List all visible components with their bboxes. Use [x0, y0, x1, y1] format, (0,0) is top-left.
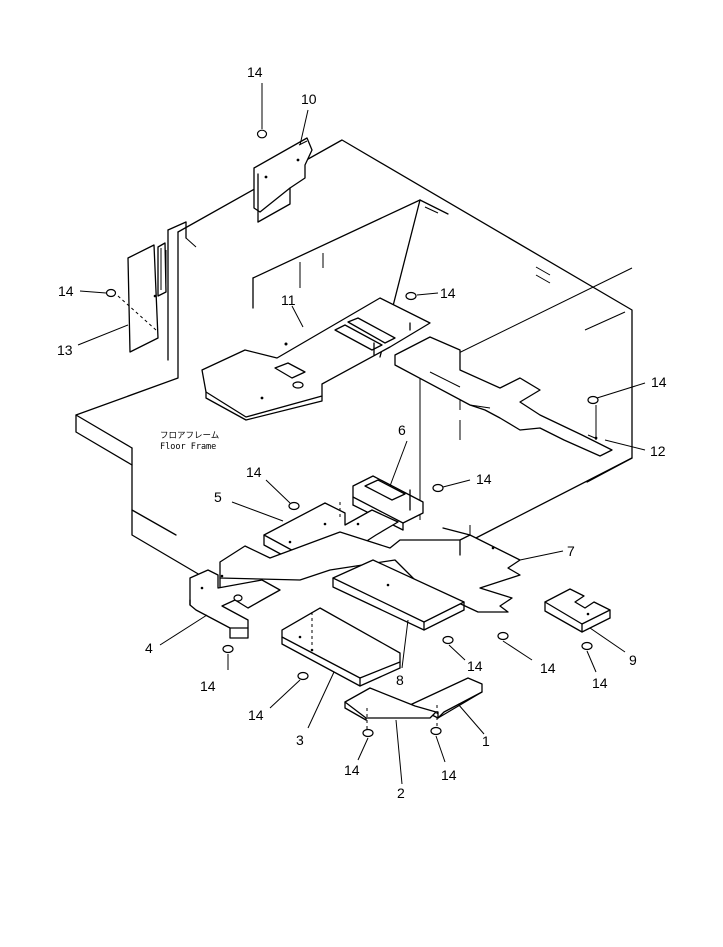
label-6: 6 — [398, 422, 406, 438]
caption-jp: フロアフレーム — [160, 431, 219, 441]
label-12: 12 — [650, 443, 666, 459]
label-14: 14 — [248, 707, 264, 723]
label-14: 14 — [651, 374, 667, 390]
part-1-plate — [409, 677, 483, 728]
part-9-plate — [544, 588, 611, 633]
part-4-plate — [189, 569, 281, 639]
label-13: 13 — [57, 342, 73, 358]
label-7: 7 — [567, 543, 575, 559]
washers — [105, 129, 599, 738]
part-13-plate — [117, 242, 167, 353]
caption-en: Floor Frame — [160, 442, 216, 452]
label-14: 14 — [58, 283, 74, 299]
part-8-plate — [332, 559, 465, 631]
part-2-plate — [344, 687, 437, 730]
part-labels: 14 10 14 13 11 14 14 12 6 14 14 5 7 4 14… — [57, 64, 667, 801]
label-14: 14 — [540, 660, 556, 676]
label-8: 8 — [396, 672, 404, 688]
label-14: 14 — [467, 658, 483, 674]
label-3: 3 — [296, 732, 304, 748]
part-12-plate — [394, 336, 613, 457]
label-10: 10 — [301, 91, 317, 107]
label-14: 14 — [200, 678, 216, 694]
label-9: 9 — [629, 652, 637, 668]
part-11-plate — [201, 297, 431, 421]
label-14: 14 — [476, 471, 492, 487]
label-5: 5 — [214, 489, 222, 505]
label-14: 14 — [592, 675, 608, 691]
label-14: 14 — [441, 767, 457, 783]
label-11: 11 — [281, 292, 296, 308]
label-14: 14 — [440, 285, 456, 301]
part-3-plate — [281, 607, 401, 687]
label-1: 1 — [482, 733, 490, 749]
part-10-plate — [253, 137, 313, 223]
label-14: 14 — [344, 762, 360, 778]
label-14: 14 — [246, 464, 262, 480]
label-2: 2 — [397, 785, 405, 801]
label-4: 4 — [145, 640, 153, 656]
leader-lines — [77, 83, 646, 785]
label-14: 14 — [247, 64, 263, 80]
